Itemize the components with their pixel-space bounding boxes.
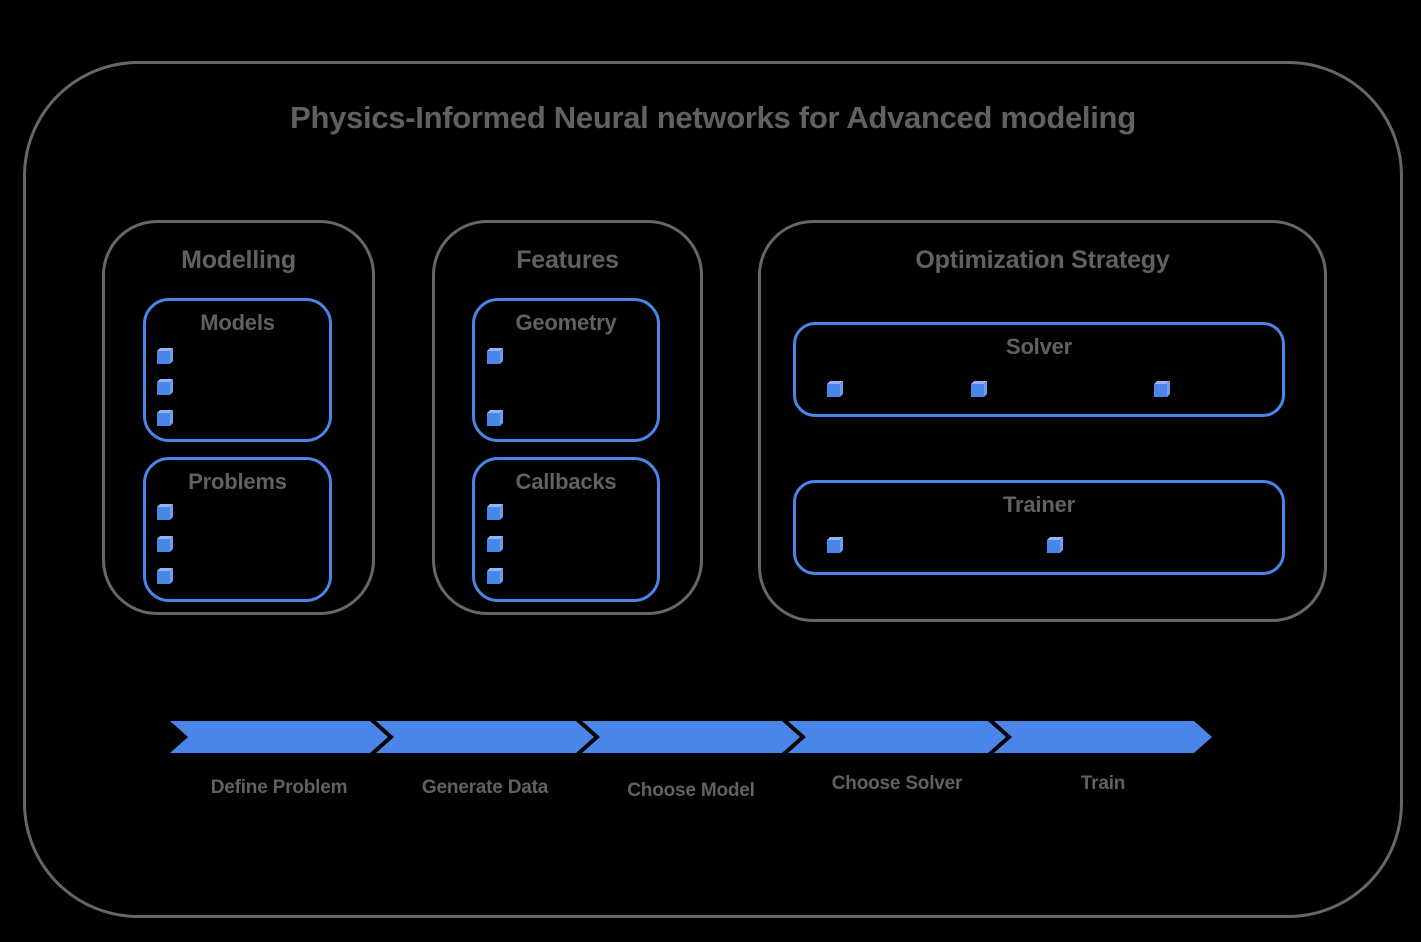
- cube-bullet-icon: [487, 568, 503, 584]
- cube-bullet-icon: [1047, 537, 1063, 553]
- card-problems-title: Problems: [188, 469, 287, 494]
- cube-bullet-icon: [157, 536, 173, 552]
- group-modelling: Modelling Models Problems: [102, 220, 375, 615]
- cube-bullet-icon: [487, 410, 503, 426]
- card-models-title: Models: [200, 310, 275, 335]
- cube-bullet-icon: [971, 381, 987, 397]
- diagram-frame: [23, 61, 1403, 918]
- group-features: Features Geometry Callbacks: [432, 220, 703, 615]
- cube-bullet-icon: [487, 504, 503, 520]
- cube-bullet-icon: [157, 379, 173, 395]
- cube-bullet-icon: [157, 348, 173, 364]
- cube-bullet-icon: [487, 348, 503, 364]
- card-solver: Solver: [793, 322, 1285, 417]
- card-solver-title: Solver: [1005, 334, 1073, 359]
- group-modelling-title: Modelling: [181, 246, 296, 274]
- group-features-title: Features: [516, 246, 619, 274]
- cube-bullet-icon: [157, 568, 173, 584]
- cube-bullet-icon: [1154, 381, 1170, 397]
- cube-bullet-icon: [157, 410, 173, 426]
- group-optimization-strategy: Optimization Strategy Solver Trainer: [758, 220, 1327, 622]
- card-geometry-title: Geometry: [515, 310, 617, 335]
- cube-bullet-icon: [827, 381, 843, 397]
- group-optimization-strategy-title: Optimization Strategy: [915, 246, 1170, 274]
- card-trainer-title: Trainer: [1003, 492, 1075, 517]
- card-models: Models: [143, 298, 332, 442]
- cube-bullet-icon: [827, 537, 843, 553]
- card-geometry: Geometry: [472, 298, 660, 442]
- card-callbacks: Callbacks: [472, 457, 660, 602]
- cube-bullet-icon: [487, 536, 503, 552]
- card-trainer: Trainer: [793, 480, 1285, 575]
- card-problems: Problems: [143, 457, 332, 602]
- cube-bullet-icon: [157, 504, 173, 520]
- card-callbacks-title: Callbacks: [515, 469, 617, 494]
- diagram-title: Physics-Informed Neural networks for Adv…: [290, 100, 1136, 135]
